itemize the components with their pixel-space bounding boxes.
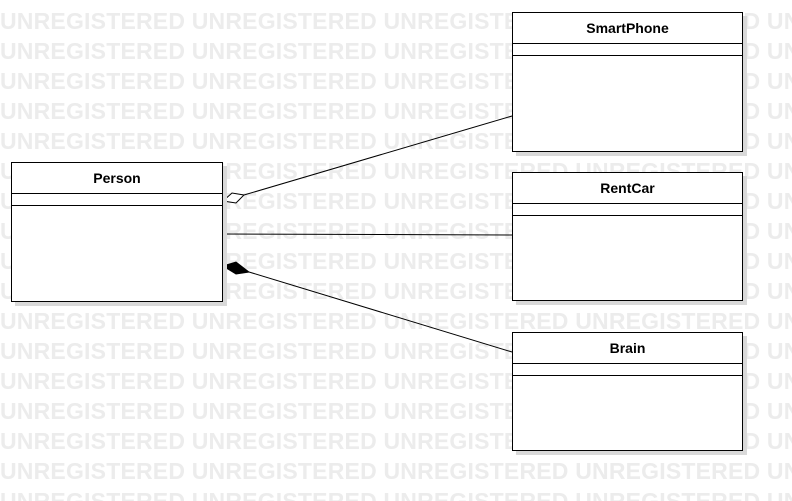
association-line-rentcar [222, 233, 513, 236]
class-rentcar-attributes [513, 204, 742, 216]
composition-line-brain [248, 271, 513, 353]
aggregation-diamond [221, 192, 246, 204]
class-rentcar-name: RentCar [513, 173, 742, 204]
class-smartphone[interactable]: SmartPhone [512, 12, 743, 152]
class-brain[interactable]: Brain [512, 332, 743, 451]
composition-diamond [221, 261, 251, 275]
class-smartphone-name: SmartPhone [513, 13, 742, 44]
class-person-name: Person [12, 163, 222, 194]
class-rentcar[interactable]: RentCar [512, 172, 743, 301]
aggregation-line-smartphone [243, 115, 513, 196]
class-person-attributes [12, 194, 222, 206]
class-smartphone-attributes [513, 44, 742, 56]
class-person[interactable]: Person [11, 162, 223, 302]
class-brain-name: Brain [513, 333, 742, 364]
class-brain-attributes [513, 364, 742, 376]
